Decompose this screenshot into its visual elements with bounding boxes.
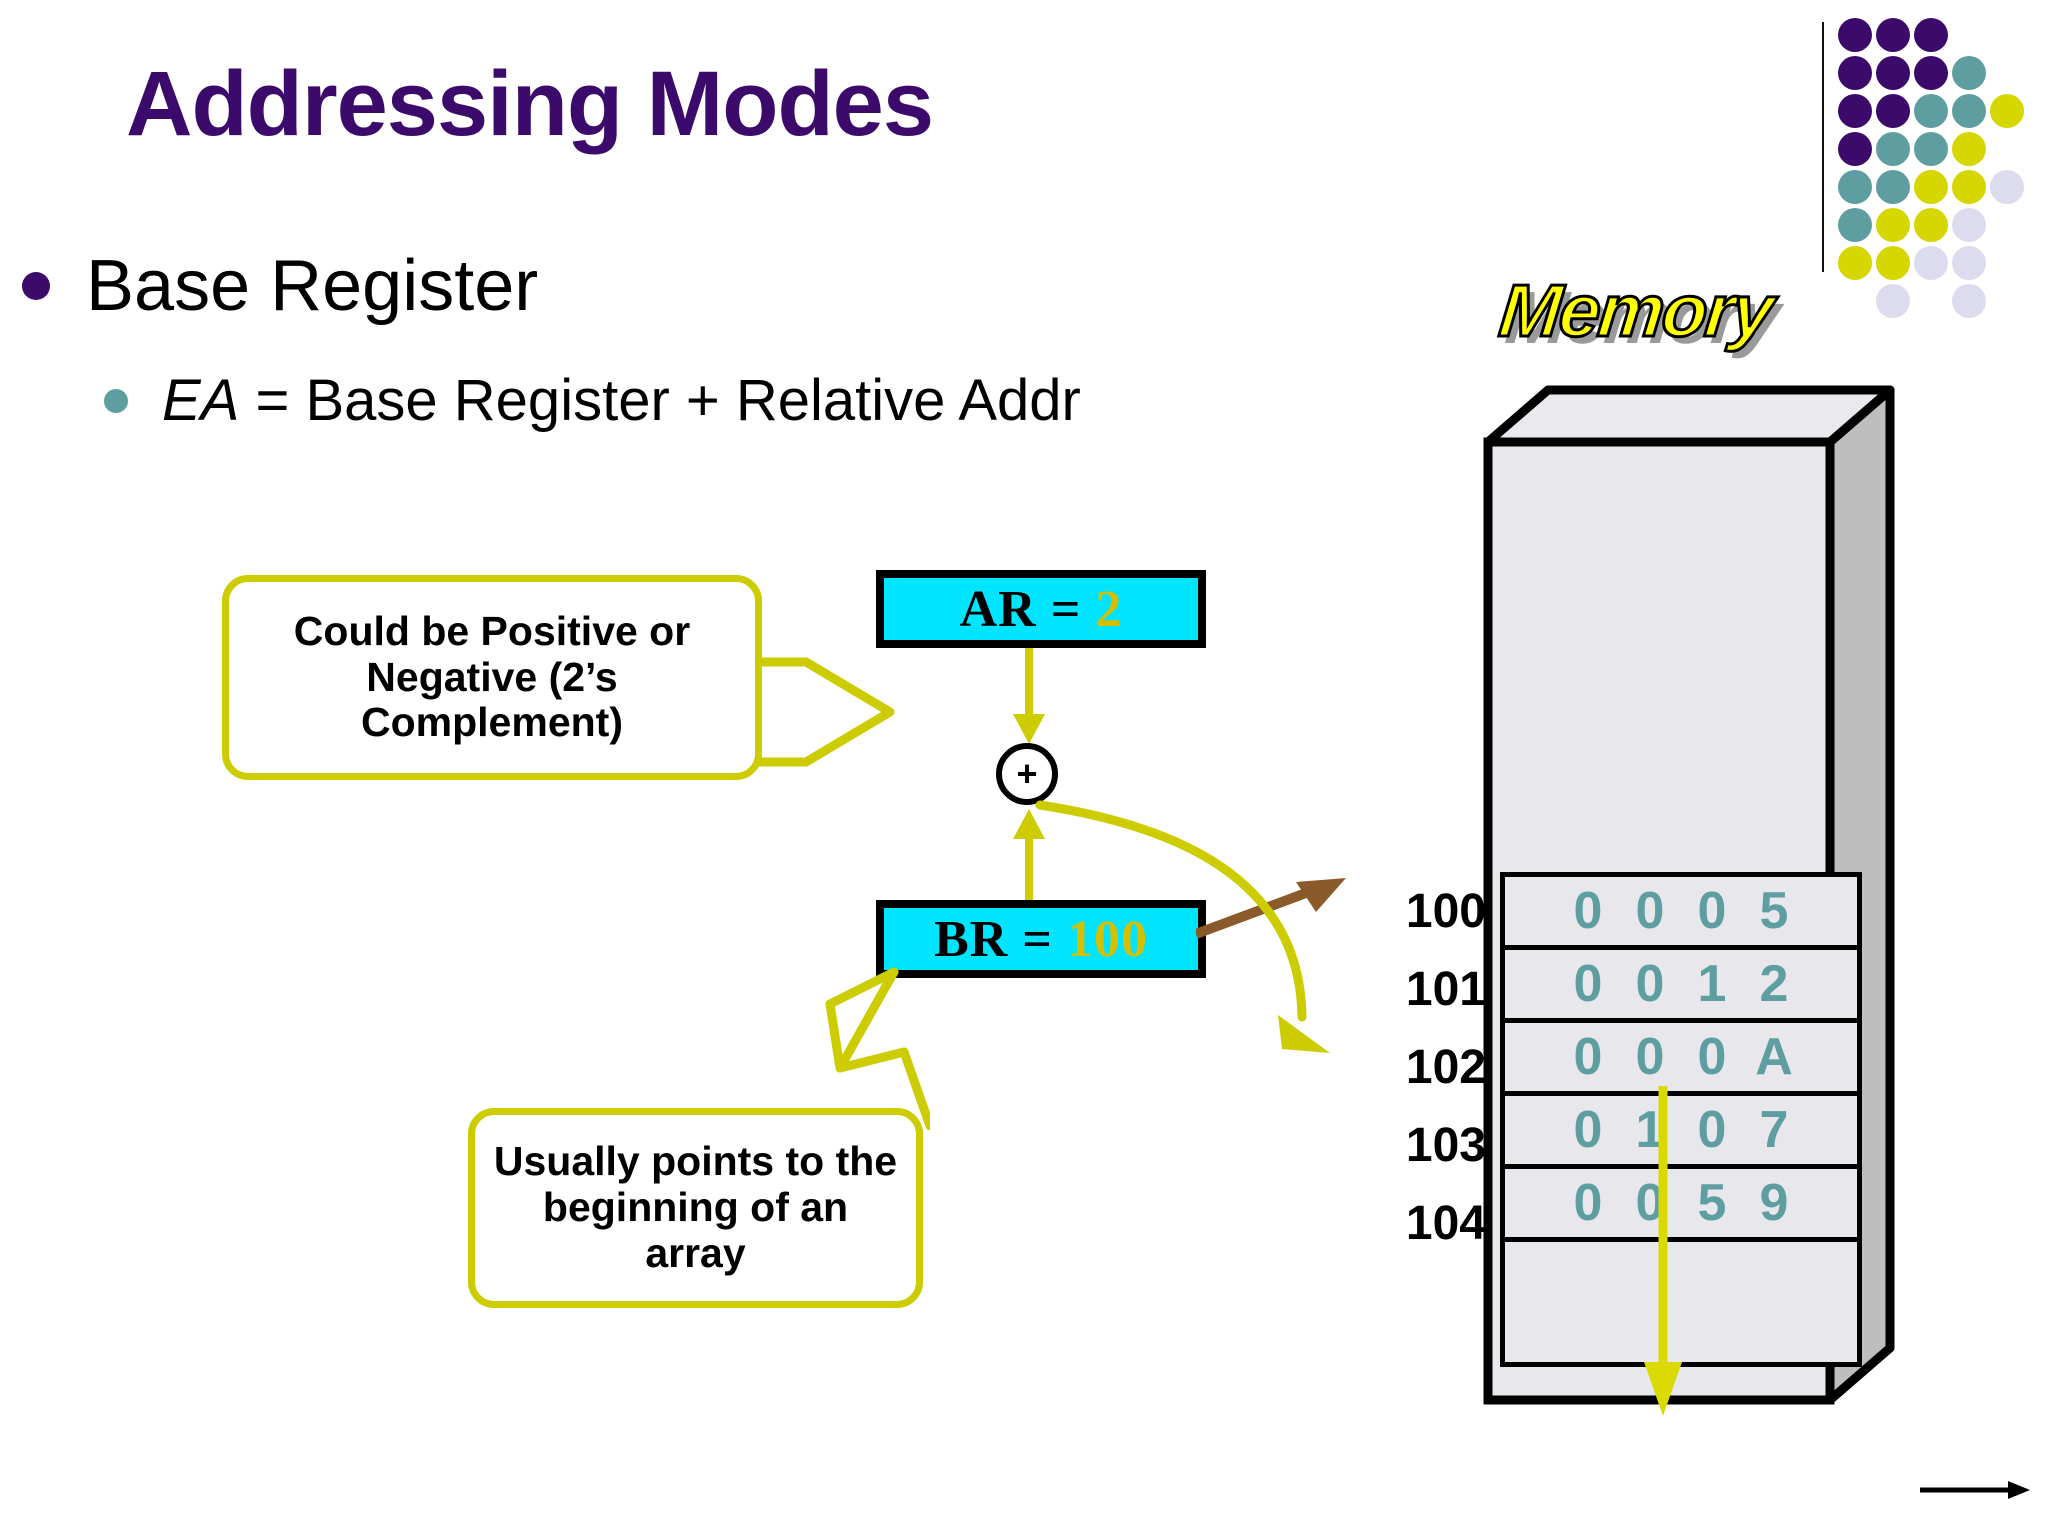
arrow-br-to-addr-100: [1196, 878, 1346, 939]
decorative-dot: [1990, 94, 2024, 128]
decorative-dot: [1952, 56, 1986, 90]
decorative-dot: [1838, 18, 1872, 52]
decorative-dot: [1914, 132, 1948, 166]
decorative-dot: [1952, 208, 1986, 242]
memory-nibble: 0: [1697, 1101, 1727, 1159]
ar-label: AR =: [959, 580, 1082, 638]
decorative-hairline: [1822, 22, 1824, 272]
memory-nibble: 5: [1759, 882, 1789, 940]
memory-address-label: 101: [1405, 962, 1486, 1016]
decorative-dot: [1876, 94, 1910, 128]
bullet-label: Base Register: [86, 246, 539, 326]
decorative-dot: [1838, 94, 1872, 128]
decorative-dot: [1914, 56, 1948, 90]
memory-nibble: 0: [1635, 955, 1665, 1013]
decorative-dot: [1914, 170, 1948, 204]
callout-ar-note: Could be Positive or Negative (2’s Compl…: [222, 575, 762, 780]
memory-nibble: 2: [1759, 955, 1789, 1013]
decorative-dot: [1952, 284, 1986, 318]
arrow-memory-down: [1644, 1086, 1682, 1416]
memory-address-label: 102: [1405, 1040, 1486, 1094]
decorative-dot: [1952, 246, 1986, 280]
next-slide-arrow-icon[interactable]: [1920, 1480, 2030, 1500]
decorative-dot: [1914, 246, 1948, 280]
adder-symbol: +: [1016, 753, 1038, 794]
ea-formula-rest: = Base Register + Relative Addr: [239, 368, 1081, 433]
base-register-box[interactable]: BR = 100: [876, 900, 1206, 978]
memory-address-label: 100: [1405, 884, 1486, 938]
br-label: BR =: [934, 910, 1053, 968]
memory-nibble: 0: [1573, 882, 1603, 940]
decorative-dot: [1914, 94, 1948, 128]
decorative-dot: [1876, 56, 1910, 90]
bullet-dot-icon: [22, 272, 50, 300]
decorative-dot: [1876, 208, 1910, 242]
memory-nibble: 0: [1573, 1174, 1603, 1232]
br-value: 100: [1066, 910, 1148, 968]
decorative-dot: [1876, 132, 1910, 166]
memory-address-label: 103: [1405, 1118, 1486, 1172]
decorative-dot: [1876, 284, 1910, 318]
memory-nibble: 1: [1697, 955, 1727, 1013]
arrow-br-to-adder: [1013, 809, 1045, 905]
decorative-dot: [1876, 170, 1910, 204]
adder-node: +: [996, 743, 1058, 805]
decorative-dot: [1838, 208, 1872, 242]
decorative-dot: [1952, 132, 1986, 166]
ar-value: 2: [1095, 580, 1123, 638]
memory-title: Memory: [1494, 268, 1777, 354]
memory-nibble: 0: [1573, 1028, 1603, 1086]
memory-nibble: 0: [1635, 882, 1665, 940]
decorative-dot: [1838, 132, 1872, 166]
memory-nibble: 7: [1759, 1101, 1789, 1159]
decorative-dot: [1914, 18, 1948, 52]
callout-ar-text: Could be Positive or Negative (2’s Compl…: [293, 607, 691, 746]
arrow-adder-to-addr-102: [1035, 800, 1330, 1053]
memory-nibble: 0: [1573, 955, 1603, 1013]
memory-nibble: 9: [1759, 1174, 1789, 1232]
decorative-dot: [1952, 170, 1986, 204]
memory-nibble: A: [1755, 1028, 1793, 1086]
sub-bullet-dot-icon: [104, 389, 128, 413]
address-register-box[interactable]: AR = 2: [876, 570, 1206, 648]
decorative-dot: [1838, 246, 1872, 280]
memory-nibble: 0: [1573, 1101, 1603, 1159]
memory-nibble: 0: [1697, 1028, 1727, 1086]
ea-emphasis: EA: [162, 368, 240, 433]
decorative-dot-grid: [1838, 18, 2038, 318]
bullet-base-register: Base Register: [22, 250, 538, 322]
memory-nibble: 5: [1697, 1174, 1727, 1232]
sub-bullet-label: EA = Base Register + Relative Addr: [162, 372, 1081, 430]
callout-br-tail: [825, 967, 930, 1130]
decorative-dot: [1990, 170, 2024, 204]
memory-address-label: 104: [1405, 1196, 1486, 1250]
memory-nibble: 0: [1635, 1028, 1665, 1086]
bullet-ea-formula: EA = Base Register + Relative Addr: [104, 372, 1081, 430]
callout-br-note: Usually points to the beginning of an ar…: [468, 1108, 923, 1308]
page-title: Addressing Modes: [126, 53, 934, 155]
decorative-dot: [1876, 18, 1910, 52]
arrow-ar-to-adder: [1013, 648, 1045, 744]
decorative-dot: [1838, 56, 1872, 90]
callout-br-text: Usually points to the beginning of an ar…: [493, 1138, 898, 1276]
memory-nibble: 0: [1697, 882, 1727, 940]
decorative-dot: [1914, 208, 1948, 242]
decorative-dot: [1838, 170, 1872, 204]
memory-address-column: 100 101 102 103 104: [1368, 872, 1486, 1262]
decorative-dot: [1876, 246, 1910, 280]
decorative-dot: [1952, 94, 1986, 128]
